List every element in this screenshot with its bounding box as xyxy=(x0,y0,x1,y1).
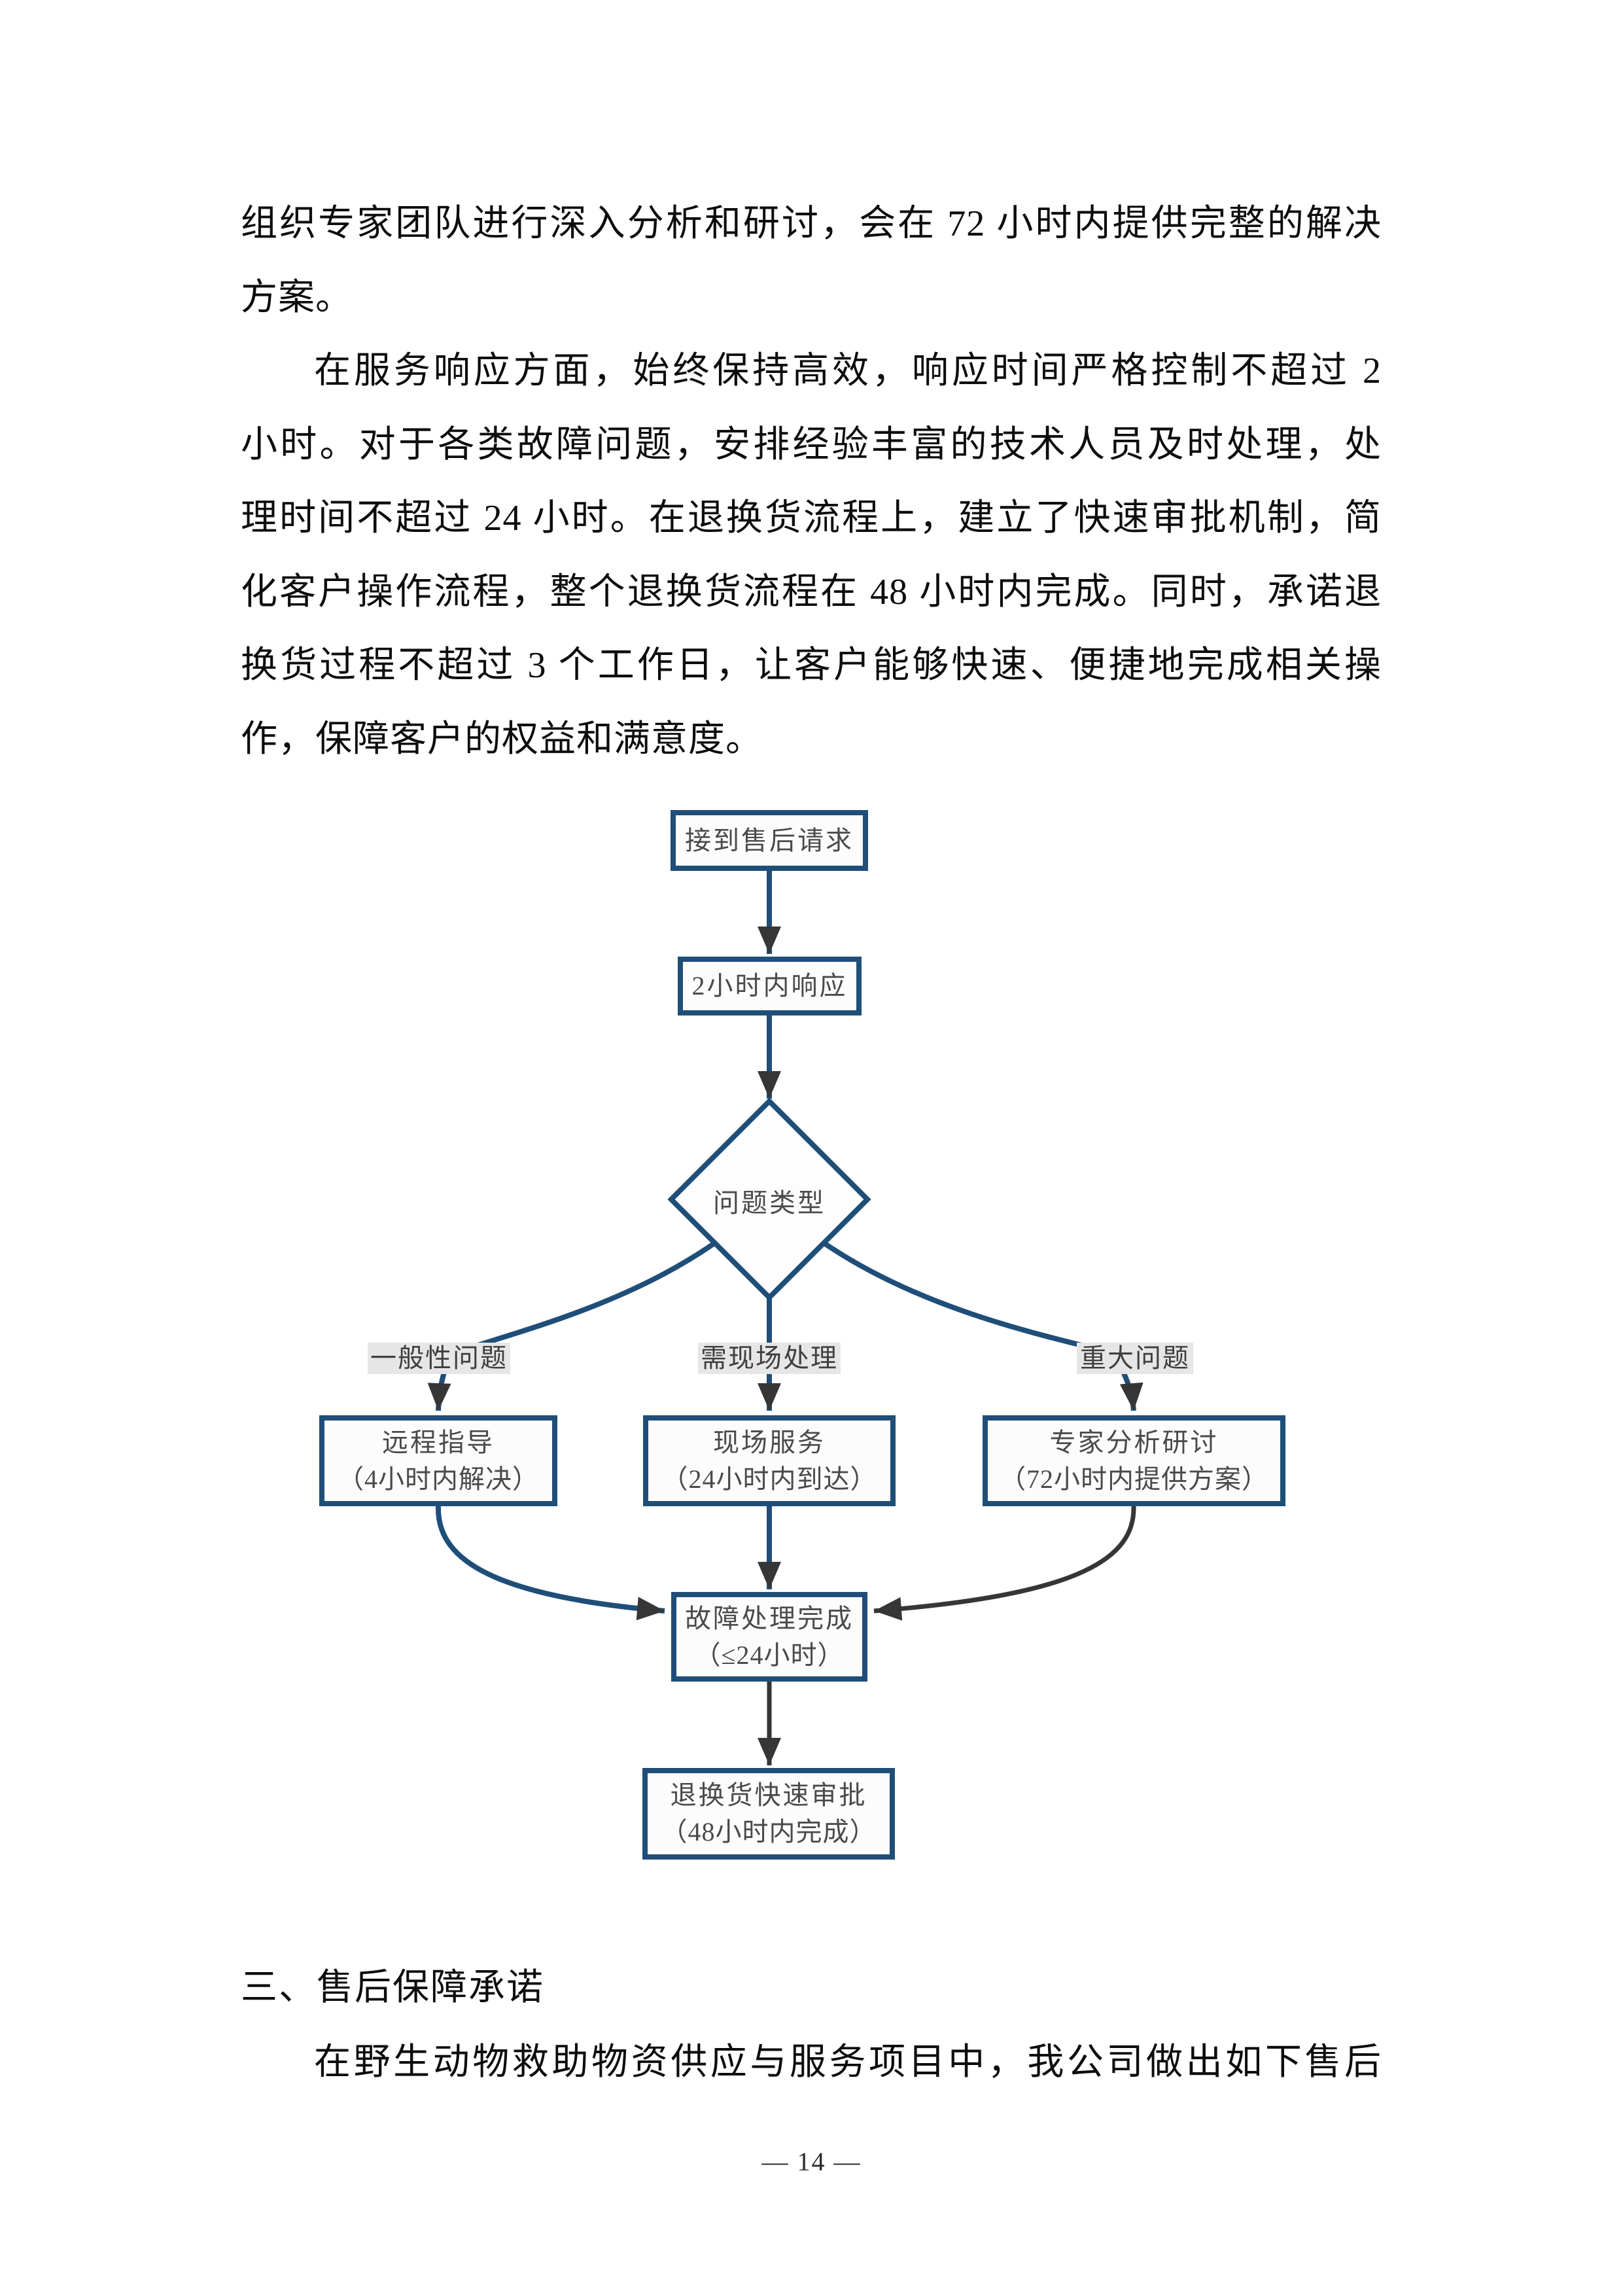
paragraph-line: 作，保障客户的权益和满意度。 xyxy=(241,719,763,760)
flow-node-receive-request: 接到售后请求 xyxy=(671,810,868,871)
flow-decision-problem-type: 问题类型 xyxy=(713,1188,826,1218)
paragraph-line: 化客户操作流程，整个退换货流程在 48 小时内完成。同时，承诺退 xyxy=(241,572,1382,612)
paragraph-line: 理时间不超过 24 小时。在退换货流程上，建立了快速审批机制，简 xyxy=(241,498,1382,539)
flow-node-label: 退换货快速审批 xyxy=(670,1780,867,1810)
paragraph-line: 方案。 xyxy=(241,277,353,318)
flow-node-return-approval: 退换货快速审批 （48小时内完成） xyxy=(642,1768,895,1860)
flow-node-label: 故障处理完成 xyxy=(685,1603,854,1633)
flow-node-label: 现场服务 xyxy=(713,1427,826,1457)
flow-node-expert-analysis: 专家分析研讨 （72小时内提供方案） xyxy=(983,1415,1285,1506)
paragraph-line: 换货过程不超过 3 个工作日，让客户能够快速、便捷地完成相关操 xyxy=(241,645,1382,686)
flow-node-remote-guidance: 远程指导 （4小时内解决） xyxy=(319,1415,557,1506)
branch-label-onsite-needed: 需现场处理 xyxy=(698,1343,841,1374)
paragraph-line: 在野生动物救助物资供应与服务项目中，我公司做出如下售后 xyxy=(314,2042,1382,2083)
section-heading: 三、售后保障承诺 xyxy=(241,1968,544,2008)
flow-node-sublabel: （48小时内完成） xyxy=(661,1817,877,1846)
branch-label-general-problem: 一般性问题 xyxy=(368,1343,510,1374)
paragraph-line: 小时。对于各类故障问题，安排经验丰富的技术人员及时处理，处 xyxy=(241,425,1382,465)
flow-node-label: 2小时内响应 xyxy=(691,971,848,1000)
flow-node-label: 远程指导 xyxy=(382,1427,495,1457)
page-number: — 14 — xyxy=(761,2147,862,2176)
branch-label-major-problem: 重大问题 xyxy=(1077,1343,1193,1374)
flow-node-sublabel: （72小时内提供方案） xyxy=(1000,1464,1268,1494)
paragraph-line: 组织专家团队进行深入分析和研讨，会在 72 小时内提供完整的解决 xyxy=(241,203,1382,244)
flow-node-onsite-service: 现场服务 （24小时内到达） xyxy=(643,1415,896,1506)
paragraph-line: 在服务响应方面，始终保持高效，响应时间严格控制不超过 2 xyxy=(314,351,1382,391)
flow-node-label: 专家分析研讨 xyxy=(1049,1427,1219,1457)
flow-node-label: 接到售后请求 xyxy=(685,825,854,855)
flow-node-sublabel: （4小时内解决） xyxy=(338,1464,539,1494)
flow-node-fault-handled: 故障处理完成 （≤24小时） xyxy=(671,1592,867,1682)
flow-node-sublabel: （≤24小时） xyxy=(694,1640,845,1670)
flow-node-respond-2h: 2小时内响应 xyxy=(678,957,862,1016)
flow-node-sublabel: （24小时内到达） xyxy=(661,1464,877,1494)
